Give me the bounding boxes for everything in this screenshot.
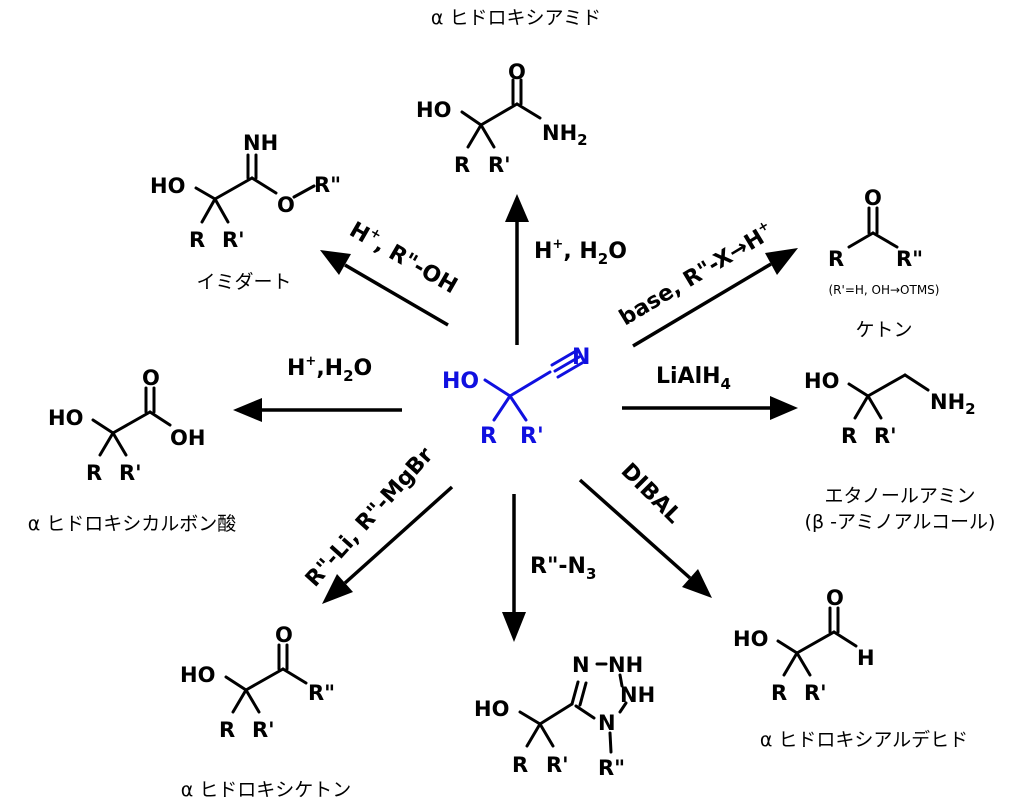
arrow-to-imidate <box>320 250 449 327</box>
label-ethanolamine: エタノールアミン <box>824 485 975 507</box>
label-imidate: イミダート <box>196 271 291 293</box>
condition-amide: H+, H2O <box>534 237 627 268</box>
svg-text:HO: HO <box>733 627 768 651</box>
label-hydroxy-aldehyde: α ヒドロキシアルデヒド <box>760 729 968 751</box>
svg-text:HO: HO <box>416 98 451 122</box>
hydroxy-ketone-structure: O HO R" R R' <box>180 623 335 742</box>
ethanolamine-structure: HO NH2 R R' <box>804 369 976 448</box>
svg-text:R': R' <box>488 153 511 177</box>
svg-text:O: O <box>864 186 882 210</box>
arrow-to-ketone <box>632 248 798 348</box>
svg-text:NH: NH <box>243 131 278 155</box>
label-beta-aminoalcohol: (β -アミノアルコール) <box>805 511 996 533</box>
hydroxy-acid-structure: O HO OH R R' <box>48 366 205 485</box>
svg-text:R": R" <box>598 756 625 780</box>
condition-tetrazole: R"-N3 <box>530 554 596 583</box>
svg-text:HO: HO <box>48 406 83 430</box>
svg-text:OH: OH <box>170 426 205 450</box>
center-r-label: R <box>480 424 497 449</box>
svg-text:NH2: NH2 <box>930 390 976 418</box>
svg-text:R": R" <box>896 247 923 271</box>
label-hydroxy-amide: α ヒドロキシアミド <box>431 7 601 29</box>
ketone-structure: O R R" <box>828 186 923 271</box>
svg-text:R: R <box>189 228 205 252</box>
arrow-to-aldehyde <box>578 478 712 598</box>
ketone-note: (R'=H, OH→OTMS) <box>829 283 940 297</box>
svg-text:NH: NH <box>620 683 655 707</box>
tetrazole-structure: N NH NH N HO R R' R" <box>474 653 655 780</box>
hydroxy-amide-structure: O HO NH2 R R' <box>416 60 588 177</box>
svg-text:R: R <box>219 718 235 742</box>
svg-text:R': R' <box>252 718 275 742</box>
svg-text:R': R' <box>546 753 569 777</box>
label-hydroxy-ketone: α ヒドロキシケトン <box>181 779 352 801</box>
svg-text:NH2: NH2 <box>542 121 588 149</box>
arrow-to-hydroxyketone <box>322 485 454 604</box>
condition-acid: H+,H2O <box>287 354 372 385</box>
svg-text:HO: HO <box>474 697 509 721</box>
svg-text:R: R <box>512 753 528 777</box>
svg-text:N: N <box>598 711 616 735</box>
label-hydroxy-acid: α ヒドロキシカルボン酸 <box>28 513 237 535</box>
svg-text:R': R' <box>874 424 897 448</box>
svg-text:R: R <box>771 681 787 705</box>
svg-text:O: O <box>275 623 293 647</box>
svg-text:O: O <box>142 366 160 390</box>
arrow-to-amide <box>505 194 529 345</box>
svg-text:R: R <box>828 247 844 271</box>
reaction-arrows <box>233 194 798 642</box>
svg-text:R: R <box>454 153 470 177</box>
center-r-prime-label: R' <box>520 424 544 449</box>
svg-text:O: O <box>508 60 526 84</box>
condition-aldehyde: DIBAL <box>616 459 686 529</box>
svg-text:H: H <box>857 646 875 670</box>
svg-text:R: R <box>86 461 102 485</box>
svg-text:NH: NH <box>608 653 643 677</box>
svg-text:O: O <box>826 586 844 610</box>
svg-text:R': R' <box>222 228 245 252</box>
svg-text:R': R' <box>804 681 827 705</box>
svg-text:HO: HO <box>150 174 185 198</box>
arrow-to-acid <box>233 398 402 422</box>
hydroxy-aldehyde-structure: O HO H R R' <box>733 586 875 705</box>
cyanohydrin-structure: HO N R R' <box>442 345 590 449</box>
svg-text:HO: HO <box>804 369 839 393</box>
svg-text:HO: HO <box>180 663 215 687</box>
svg-text:R": R" <box>308 681 335 705</box>
imidate-structure: NH HO O R" R R' <box>150 131 341 252</box>
label-ketone: ケトン <box>855 319 912 341</box>
svg-text:N: N <box>572 653 590 677</box>
arrow-to-amine <box>622 396 798 420</box>
svg-text:O: O <box>277 193 295 217</box>
center-hydroxyl-label: HO <box>442 369 479 394</box>
svg-text:R": R" <box>314 173 341 197</box>
condition-amine: LiAlH4 <box>656 364 731 393</box>
condition-imidate: H+, R"-OH <box>345 216 462 299</box>
center-nitrogen-label: N <box>572 345 590 370</box>
arrow-to-tetrazole <box>502 494 526 642</box>
svg-text:R': R' <box>119 461 142 485</box>
svg-text:R: R <box>841 424 857 448</box>
